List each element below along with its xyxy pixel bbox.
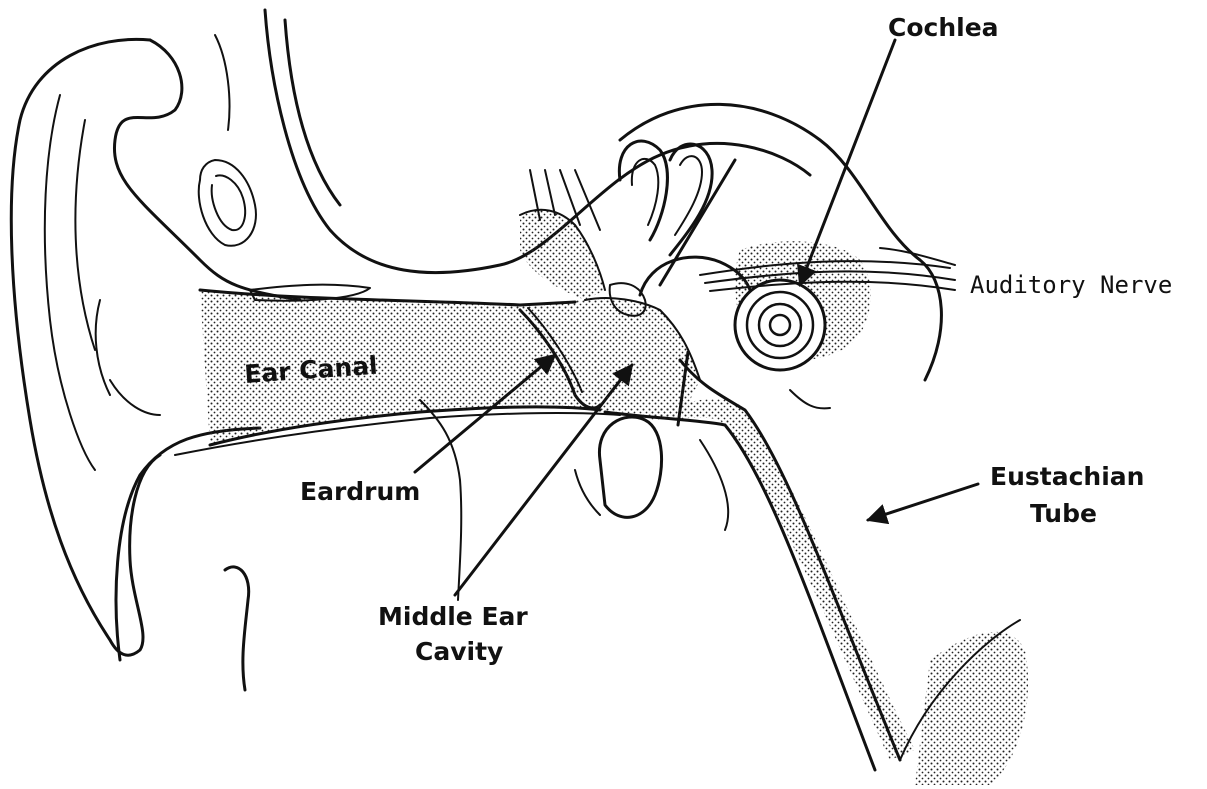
label-middle-ear-line2: Cavity	[415, 637, 503, 666]
eustachian-tube	[605, 360, 1028, 785]
eustachian-leader	[868, 484, 978, 520]
label-eustachian-line1: Eustachian	[990, 462, 1144, 491]
label-eardrum: Eardrum	[300, 477, 420, 506]
ear-canal	[175, 290, 620, 455]
inner-leader-a	[660, 160, 735, 285]
label-middle-ear-line1: Middle Ear	[378, 602, 528, 631]
label-eustachian-line2: Tube	[1030, 499, 1097, 528]
label-auditory-nerve: Auditory Nerve	[970, 271, 1172, 299]
label-cochlea: Cochlea	[888, 13, 999, 42]
